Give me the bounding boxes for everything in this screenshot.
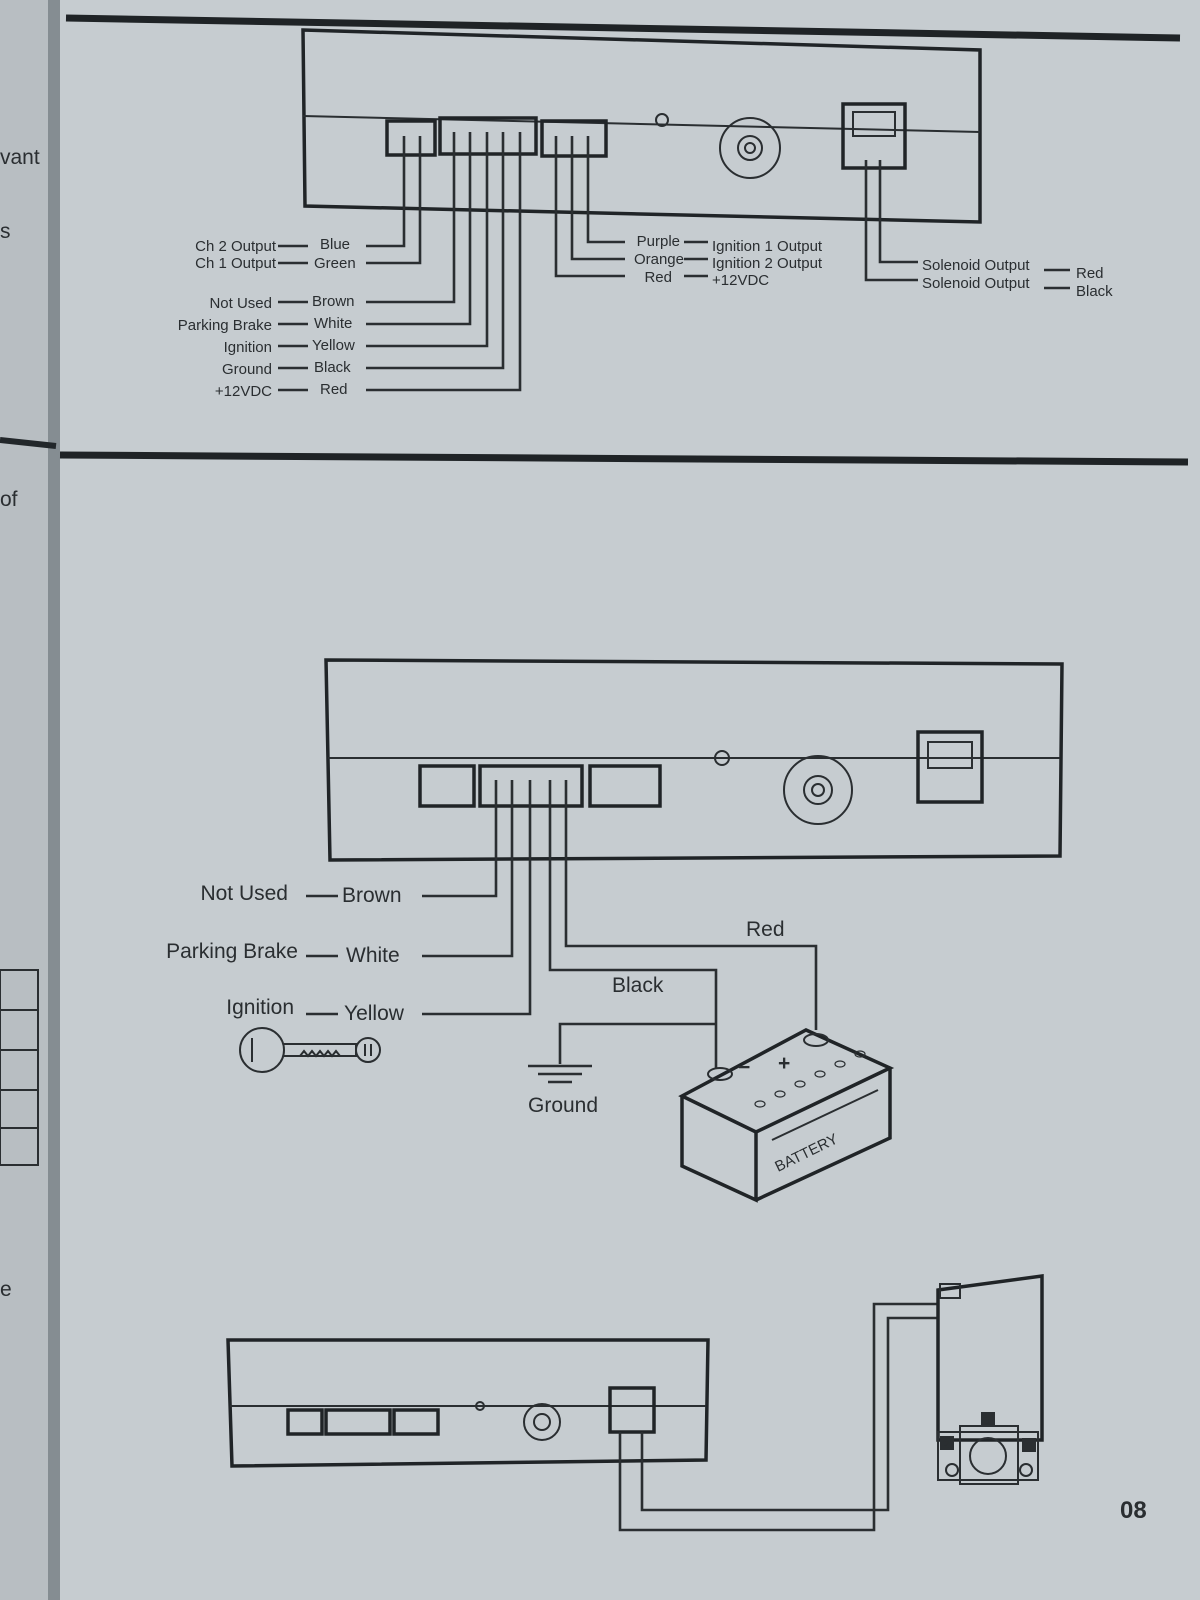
label-red-wire: Red	[746, 918, 785, 941]
connector-3pin-bottom	[392, 1408, 440, 1436]
left-page-strip	[0, 0, 50, 1600]
control-module-bottom	[226, 1338, 710, 1468]
left-fragment-4: e	[0, 1278, 12, 1301]
right-page	[60, 0, 1200, 1600]
label-parking-brake: Parking Brake	[178, 317, 272, 334]
label-ch2-output: Ch 2 Output	[195, 238, 277, 255]
label-solenoid-red: Red	[1076, 265, 1104, 282]
label-white: White	[314, 315, 352, 332]
label-blue: Blue	[320, 236, 350, 253]
connector-2pin-mid	[418, 764, 476, 808]
label-orange: Orange	[634, 251, 684, 268]
antenna-jack-bottom	[523, 1403, 561, 1441]
label-plus12vdc-center: +12VDC	[712, 272, 769, 289]
left-fragment-3: of	[0, 488, 18, 511]
control-module-top	[301, 28, 982, 224]
solenoid-wiring-diagram: 3 2 1	[226, 1273, 1044, 1532]
solenoid-terminal-3: 3	[984, 1415, 990, 1427]
label-not-used: Not Used	[209, 295, 272, 312]
label-solenoid-output-2: Solenoid Output	[922, 275, 1030, 292]
label-black: Black	[314, 359, 351, 376]
left-fragment-2: s	[0, 220, 11, 243]
label-solenoid-black: Black	[1076, 283, 1113, 300]
connector-2pin	[385, 119, 437, 157]
label-ch1-output: Ch 1 Output	[195, 255, 277, 272]
solenoid-icon: 3 2 1	[936, 1273, 1044, 1485]
connector-3pin-mid	[588, 764, 662, 808]
label-not-used-mid: Not Used	[200, 882, 288, 905]
antenna-jack	[719, 117, 781, 179]
label-black-wire: Black	[612, 974, 664, 997]
left-page-rule	[0, 437, 57, 449]
label-plus12vdc: +12VDC	[215, 383, 272, 400]
left-fragment-1: vant	[0, 146, 40, 169]
label-green: Green	[314, 255, 356, 272]
label-yellow-mid: Yellow	[344, 1002, 405, 1025]
label-ignition2-output: Ignition 2 Output	[712, 255, 823, 272]
solenoid-connector-mid	[916, 730, 984, 804]
ignition-key-icon	[239, 1027, 381, 1073]
solenoid-terminal-2: 2	[943, 1439, 949, 1451]
solenoid-terminal-1: 1	[1025, 1441, 1031, 1453]
antenna-jack-mid	[783, 755, 853, 825]
status-led	[655, 113, 669, 127]
label-yellow: Yellow	[312, 337, 355, 354]
label-ignition: Ignition	[224, 339, 272, 356]
solenoid-connector	[841, 102, 907, 170]
battery-minus: −	[738, 1056, 750, 1079]
label-ignition1-output: Ignition 1 Output	[712, 238, 823, 255]
label-parking-brake-mid: Parking Brake	[166, 940, 298, 963]
label-brown: Brown	[312, 293, 355, 310]
label-ground: Ground	[222, 361, 272, 378]
connector-5pin-bottom	[324, 1408, 392, 1436]
label-red-center: Red	[644, 269, 672, 286]
control-module-middle	[324, 658, 1064, 862]
label-white-mid: White	[346, 944, 400, 967]
status-led-bottom	[475, 1401, 485, 1411]
label-ignition-mid: Ignition	[226, 996, 294, 1019]
label-purple: Purple	[637, 233, 680, 250]
label-red: Red	[320, 381, 348, 398]
label-solenoid-output-1: Solenoid Output	[922, 257, 1030, 274]
top-rule	[65, 14, 1181, 42]
battery-plus: +	[778, 1052, 790, 1075]
label-ground-mid: Ground	[528, 1094, 598, 1117]
connector-2pin-bottom	[286, 1408, 324, 1436]
page-number: 08	[1120, 1497, 1147, 1524]
label-brown-mid: Brown	[342, 884, 402, 907]
top-wiring-diagram: Ch 2 Output Blue Ch 1 Output Green Not U…	[178, 28, 1113, 400]
section-rule	[59, 451, 1189, 466]
solenoid-connector-bottom	[608, 1386, 656, 1434]
status-led-mid	[714, 750, 730, 766]
connector-3pin	[540, 119, 608, 158]
battery-wiring-diagram: Not Used Brown Parking Brake White Ignit…	[166, 658, 1064, 1203]
left-page-table	[0, 969, 39, 1166]
